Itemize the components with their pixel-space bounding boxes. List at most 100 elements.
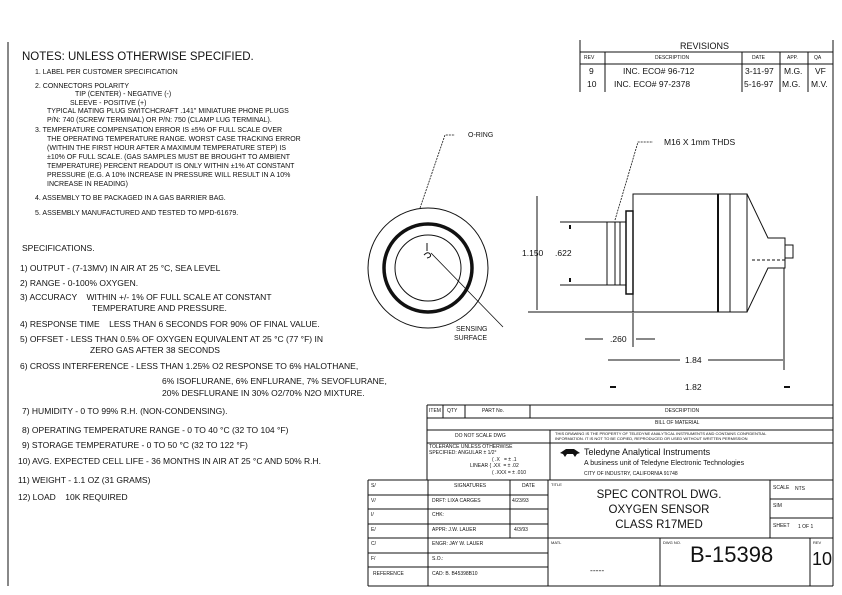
spec-11: 11) WEIGHT - 1.1 OZ (31 GRAMS): [18, 475, 151, 485]
note-3-line: THE OPERATING TEMPERATURE RANGE. WORST C…: [47, 136, 301, 143]
note-3: 3. TEMPERATURE COMPENSATION ERROR IS ±5%…: [35, 127, 283, 134]
rev-cell: 10: [587, 79, 597, 89]
spec-3-line: TEMPERATURE AND PRESSURE.: [92, 303, 227, 313]
tolerance-text: SPECIFIED: ANGULAR ± 1/2°: [429, 450, 497, 456]
rev-cell: INC. ECO# 96-712: [623, 66, 695, 76]
spec-7: 7) HUMIDITY - 0 TO 99% R.H. (NON-CONDENS…: [22, 406, 228, 416]
spec-3: 3) ACCURACY WITHIN +/- 1% OF FULL SCALE …: [20, 292, 272, 302]
note-3-line: ±10% OF FULL SCALE. (GAS SAMPLES MUST BE…: [47, 154, 291, 161]
scale-label: SCALE: [773, 485, 790, 491]
note-3-line: (WITHIN THE FIRST HOUR AFTER A MAXIMUM T…: [47, 145, 287, 152]
title-label: TITLE: [551, 482, 562, 487]
side-view: [528, 141, 794, 388]
bom-header: PART No.: [482, 408, 504, 414]
drawing-title: OXYGEN SENSOR: [608, 504, 710, 516]
sig-cell: C/: [371, 541, 376, 547]
rev-cell: M.G.: [784, 66, 803, 76]
scale-value: NTS: [795, 486, 805, 492]
dwg-no-label: DWG NO.: [663, 540, 681, 545]
sheet-label: SHEET: [773, 523, 790, 529]
rev-value: 10: [812, 549, 833, 569]
bom-grid: [426, 404, 833, 480]
do-not-scale-label: DO NOT SCALE DWG: [455, 433, 506, 439]
sig-cell: S.O.:: [432, 556, 444, 562]
spec-12: 12) LOAD 10K REQUIRED: [18, 492, 128, 502]
bom-header: ITEM: [429, 408, 441, 414]
spec-9: 9) STORAGE TEMPERATURE - 0 TO 50 °C (32 …: [22, 440, 248, 450]
revisions-table-grid: [579, 40, 833, 92]
sig-cell: CAD: B. B45398B10: [432, 571, 478, 577]
rev-cell: M.G.: [782, 79, 801, 89]
spec-4: 4) RESPONSE TIME LESS THAN 6 SECONDS FOR…: [20, 319, 320, 329]
rev-header: QA: [814, 55, 822, 61]
drawing-title: CLASS R17MED: [615, 519, 703, 531]
spec-5-line: ZERO GAS AFTER 38 SECONDS: [90, 345, 220, 355]
bom-header: QTY: [447, 408, 458, 414]
sig-cell: 4/3/93: [514, 527, 528, 533]
sig-cell: CHK:: [432, 512, 444, 518]
matl-label: MATL: [551, 540, 562, 545]
spec-6-line: 6% ISOFLURANE, 6% ENFLURANE, 7% SEVOFLUR…: [162, 376, 387, 386]
dim-260: .260: [610, 334, 627, 344]
spec-6: 6) CROSS INTERFERENCE - LESS THAN 1.25% …: [20, 361, 359, 371]
dwg-no-value: B-15398: [690, 542, 774, 567]
spec-5: 5) OFFSET - LESS THAN 0.5% OF OXYGEN EQU…: [20, 334, 323, 344]
tolerance-text: LINEAR { .XX = ± .02: [470, 463, 519, 469]
rev-label: REV: [813, 540, 822, 545]
rev-cell: 9: [589, 66, 594, 76]
oring-label: O-RING: [468, 132, 494, 139]
note-1: 1. LABEL PER CUSTOMER SPECIFICATION: [35, 69, 178, 76]
spec-1: 1) OUTPUT - (7-13MV) IN AIR AT 25 °C, SE…: [20, 263, 221, 273]
company-location: CITY OF INDUSTRY, CALIFORNIA 91748: [584, 471, 678, 477]
note-2: 2. CONNECTORS POLARITY: [35, 83, 130, 90]
dim-622: .622: [555, 248, 572, 258]
sensing-label: SENSING: [456, 326, 488, 333]
titleblock-grid: [367, 479, 833, 586]
sig-cell: SIGNATURES: [454, 483, 487, 489]
sig-cell: APPR: J.W. LAUER: [432, 527, 477, 533]
dim-182: 1.82: [685, 382, 702, 392]
sig-cell: I/: [371, 512, 374, 518]
sig-cell: E/: [371, 527, 376, 533]
note-3-line: PRESSURE (E.G. A 10% INCREASE IN PRESSUR…: [47, 172, 291, 179]
rev-header: DATE: [752, 55, 765, 61]
rev-cell: 3-11-97: [745, 66, 774, 76]
proprietary-notice: INFORMATION. IT IS NOT TO BE COPIED, REP…: [555, 436, 748, 441]
tolerance-text: ( .X = ± .1: [492, 457, 517, 463]
spec-10: 10) AVG. EXPECTED CELL LIFE - 36 MONTHS …: [18, 456, 322, 466]
tolerance-text: TOLERANCE UNLESS OTHERWISE: [429, 444, 513, 450]
company-subtitle: A business unit of Teledyne Electronic T…: [584, 460, 745, 467]
bom-header: DESCRIPTION: [665, 408, 700, 414]
dim-184: 1.84: [685, 355, 702, 365]
note-4: 4. ASSEMBLY TO BE PACKAGED IN A GAS BARR…: [35, 195, 226, 202]
note-2-line: SLEEVE - POSITIVE (+): [70, 100, 147, 107]
matl-value: -----: [590, 565, 605, 575]
sig-cell: S/: [371, 483, 376, 489]
sig-cell: F/: [371, 556, 376, 562]
note-2-line: P/N: 740 (SCREW TERMINAL) OR P/N: 750 (C…: [47, 117, 272, 124]
rev-header: REV: [584, 55, 595, 61]
teledyne-logo: [560, 449, 580, 457]
notes-title: NOTES: UNLESS OTHERWISE SPECIFIED.: [22, 51, 254, 63]
rev-cell: M.V.: [811, 79, 828, 89]
rev-cell: 5-16-97: [744, 79, 774, 89]
spec-6-line: 20% DESFLURANE IN 30% O2/70% N2O MIXTURE…: [162, 388, 365, 398]
sig-cell: REFERENCE: [373, 571, 404, 577]
drawing-title: SPEC CONTROL DWG.: [596, 489, 722, 501]
specs-title: SPECIFICATIONS.: [22, 243, 95, 253]
rev-cell: INC. ECO# 97-2378: [614, 79, 691, 89]
rev-header: DESCRIPTION: [655, 55, 690, 61]
thread-label: M16 X 1mm THDS: [664, 137, 736, 147]
dim-1150: 1.150: [522, 248, 544, 258]
proprietary-notice: THIS DRAWING IS THE PROPERTY OF TELEDYNE…: [555, 431, 767, 436]
company-name: Teledyne Analytical Instruments: [584, 447, 711, 457]
sig-cell: V/: [371, 498, 376, 504]
bill-of-material-label: BILL OF MATERIAL: [655, 420, 700, 426]
sig-cell: ENGR: JAY W. LAUER: [432, 541, 484, 547]
tolerance-text: ( .XXX = ± .010: [492, 470, 527, 476]
note-3-line: INCREASE IN READING): [47, 181, 128, 188]
spec-8: 8) OPERATING TEMPERATURE RANGE - 0 TO 40…: [22, 425, 289, 435]
note-5: 5. ASSEMBLY MANUFACTURED AND TESTED TO M…: [35, 210, 239, 217]
rev-header: APP.: [787, 55, 798, 61]
